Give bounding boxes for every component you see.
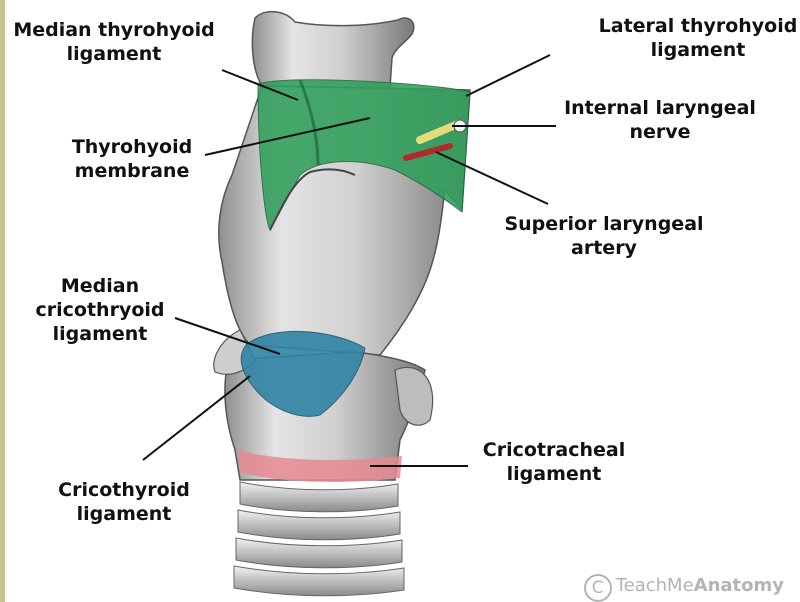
- copyright-icon: C: [584, 574, 612, 602]
- trachea-rings: [234, 482, 404, 596]
- hyoid-bone: [252, 12, 413, 91]
